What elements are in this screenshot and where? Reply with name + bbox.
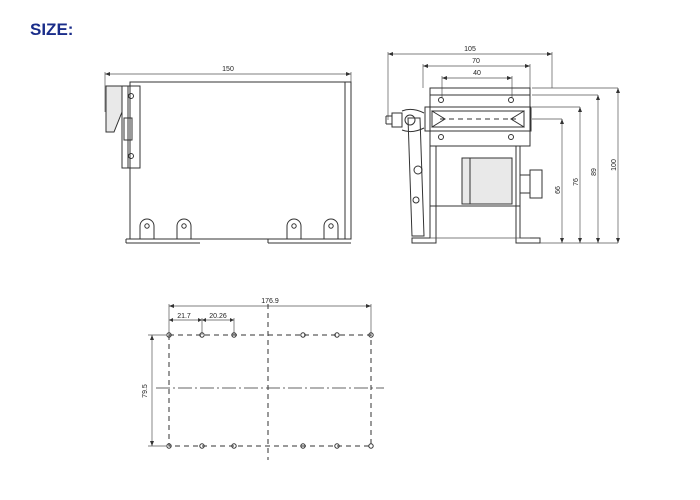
dim-plan-21-7: 21.7 (177, 313, 191, 320)
side-mount-tab-3 (286, 218, 302, 239)
dim-plan-width: 176.9 (261, 298, 279, 305)
dim-plan-20-26: 20.26 (209, 313, 227, 320)
dim-front-70: 70 (472, 58, 480, 65)
dim-front-76: 76 (573, 178, 580, 186)
plan-holes-bottom (166, 443, 374, 449)
side-mount-tab-1 (139, 218, 155, 239)
dim-plan-height: 79.5 (142, 384, 149, 398)
dim-front-40: 40 (473, 70, 481, 77)
dim-front-66: 66 (555, 186, 562, 194)
side-view: 150 (104, 66, 352, 244)
plan-holes-top (166, 332, 374, 338)
plan-view: 176.9 21.7 20.26 79.5 (142, 298, 384, 460)
dim-front-89: 89 (591, 168, 598, 176)
side-mount-tab-4 (323, 218, 339, 239)
dim-side-width: 150 (222, 66, 234, 73)
side-mount-tab-2 (176, 218, 192, 239)
dim-front-105: 105 (464, 46, 476, 53)
size-heading: SIZE: (30, 20, 74, 39)
dim-front-100: 100 (611, 159, 618, 171)
front-view: 105 70 40 (385, 46, 620, 244)
